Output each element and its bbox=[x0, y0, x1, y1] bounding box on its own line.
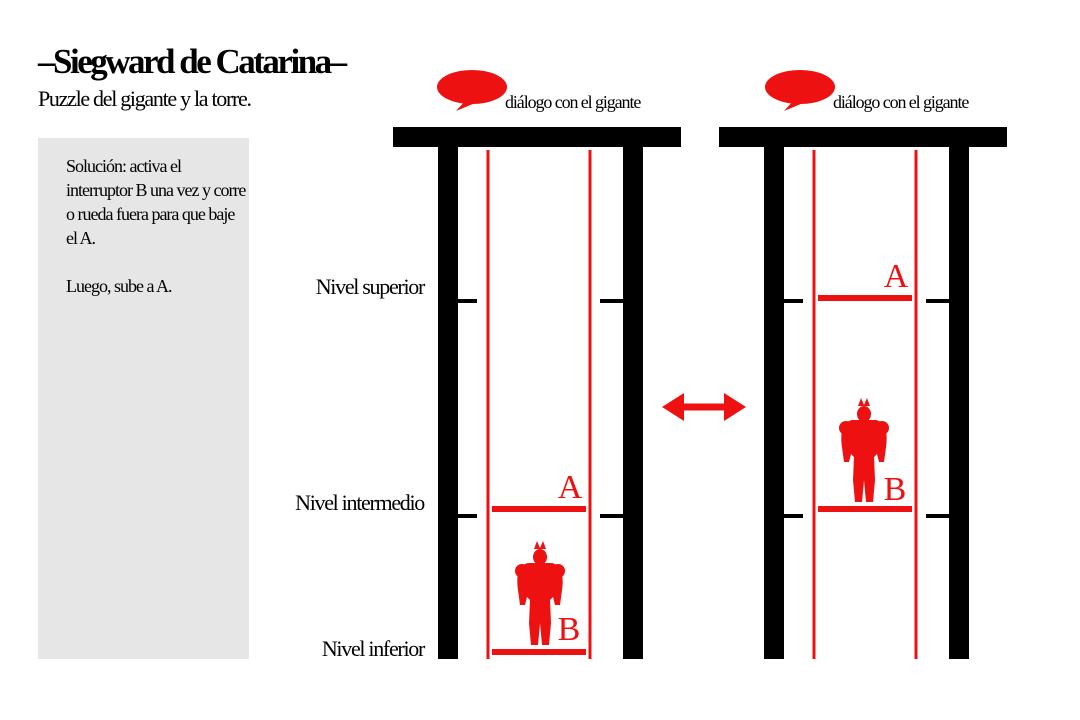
ledge-top-left bbox=[458, 299, 477, 303]
ledge-middle-right bbox=[600, 514, 623, 518]
tower-left bbox=[393, 127, 681, 659]
page-subtitle: Puzzle del gigante y la torre. bbox=[38, 86, 252, 111]
tower-right-wall-right bbox=[949, 147, 969, 659]
ledge-top-left bbox=[784, 299, 803, 303]
ledge-top-right bbox=[600, 299, 623, 303]
tower-left-wall-right bbox=[623, 147, 643, 659]
solution-panel: Solución: activa el interruptor B una ve… bbox=[38, 138, 249, 659]
ledge-middle-left bbox=[458, 514, 477, 518]
platform-a-right bbox=[818, 295, 912, 301]
giant-silhouette-icon bbox=[839, 398, 889, 502]
platform-a-left bbox=[492, 506, 586, 512]
elevator-a-label-left: A bbox=[558, 469, 583, 506]
dialogue-label-left: diálogo con el gigante bbox=[505, 92, 641, 112]
platform-b-right bbox=[818, 506, 912, 512]
level-label-middle: Nivel intermedio bbox=[295, 490, 425, 515]
tower-right bbox=[719, 127, 1007, 659]
elevator-a-label-right: A bbox=[884, 258, 909, 295]
dialogue-label-right: diálogo con el gigante bbox=[833, 92, 969, 112]
speech-bubble-icon bbox=[437, 70, 507, 111]
tower-left-wall-left bbox=[438, 147, 458, 659]
solution-line-1: Solución: activa el interruptor B una ve… bbox=[66, 156, 246, 248]
platform-b-left bbox=[492, 649, 586, 655]
ledge-middle-left bbox=[784, 514, 803, 518]
ledge-top-right bbox=[926, 299, 949, 303]
solution-text: Solución: activa el interruptor B una ve… bbox=[66, 154, 246, 298]
tower-right-roof bbox=[719, 127, 1007, 147]
level-label-top: Nivel superior bbox=[315, 274, 426, 299]
elevator-b-label-left: B bbox=[558, 611, 581, 648]
speech-bubble-icon bbox=[765, 70, 835, 111]
level-label-bottom: Nivel inferior bbox=[321, 636, 425, 661]
elevator-b-label-right: B bbox=[884, 471, 907, 508]
double-arrow-icon bbox=[662, 393, 746, 421]
tower-right-wall-left bbox=[764, 147, 784, 659]
page-title: –Siegward de Catarina– bbox=[38, 42, 347, 81]
solution-line-2: Luego, sube a A. bbox=[66, 276, 172, 296]
ledge-middle-right bbox=[926, 514, 949, 518]
tower-left-roof bbox=[393, 127, 681, 147]
